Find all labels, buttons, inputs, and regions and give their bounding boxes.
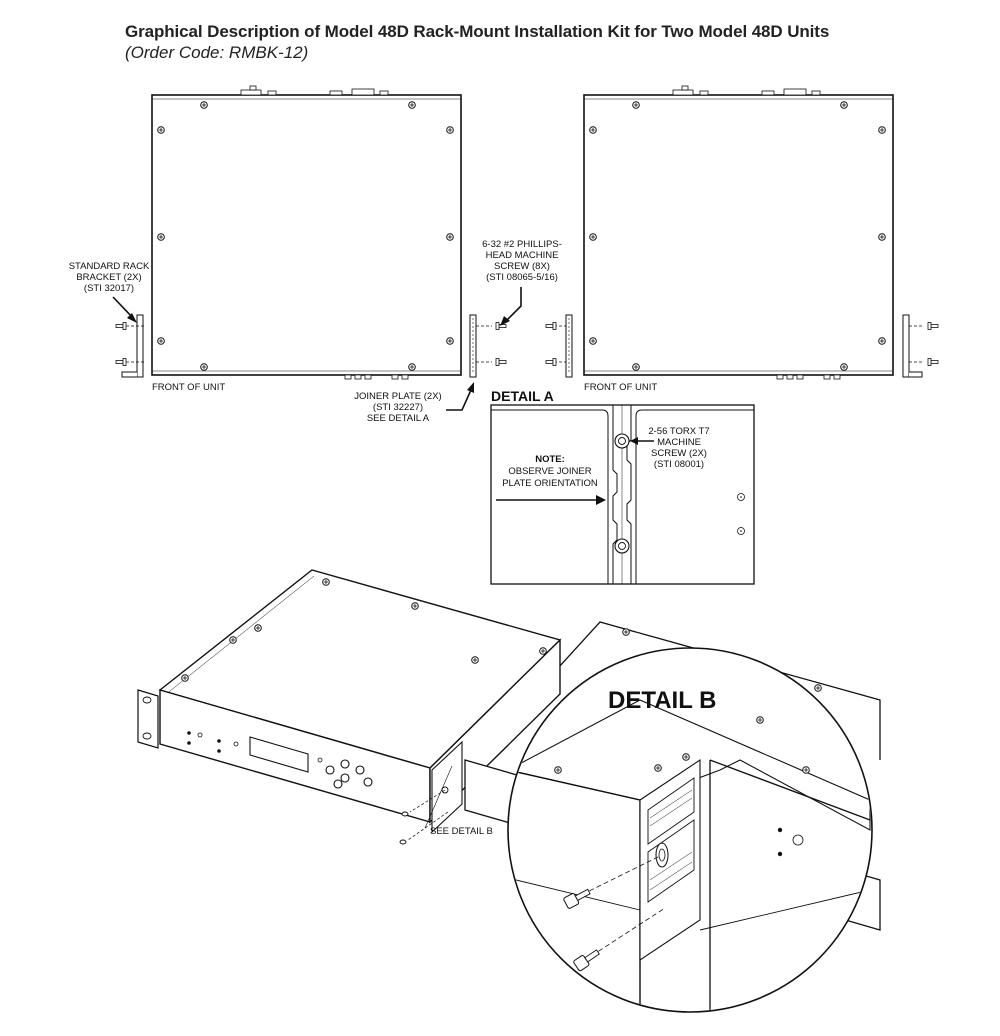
see-detail-b-label: SEE DETAIL B — [430, 826, 493, 837]
joiner-line-1: JOINER PLATE (2X) — [354, 391, 441, 402]
rack-bracket-line-1: STANDARD RACK — [69, 261, 150, 272]
label-joiner-plate: JOINER PLATE (2X) (STI 32227) SEE DETAIL… — [354, 382, 474, 424]
phillips-line-3: SCREW (8X) — [494, 261, 550, 272]
rack-bracket-line-2: BRACKET (2X) — [76, 272, 141, 283]
label-phillips-screw: 6-32 #2 PHILLIPS- HEAD MACHINE SCREW (8X… — [482, 239, 562, 326]
detail-a: DETAIL A NOTE: OBSERVE JOINER PLATE ORIE… — [490, 388, 755, 585]
phillips-line-1: 6-32 #2 PHILLIPS- — [482, 239, 562, 250]
torx-line-1: 2-56 TORX T7 — [648, 426, 709, 437]
label-rack-bracket: STANDARD RACK BRACKET (2X) (STI 32017) — [69, 261, 150, 323]
torx-line-2: MACHINE — [657, 437, 701, 448]
front-of-unit-left: FRONT OF UNIT — [152, 382, 225, 393]
page-title: Graphical Description of Model 48D Rack-… — [125, 22, 830, 41]
front-of-unit-right: FRONT OF UNIT — [584, 382, 657, 393]
note-line-2: PLATE ORIENTATION — [502, 478, 598, 489]
torx-line-4: (STI 08001) — [654, 459, 704, 470]
page-subtitle: (Order Code: RMBK-12) — [125, 43, 309, 62]
joiner-line-3: SEE DETAIL A — [367, 413, 430, 424]
left-unit-top-view — [115, 85, 507, 380]
phillips-line-4: (STI 08065-5/16) — [486, 272, 558, 283]
phillips-line-2: HEAD MACHINE — [486, 250, 559, 261]
detail-b-title: DETAIL B — [608, 687, 716, 714]
joiner-line-2: (STI 32227) — [373, 402, 423, 413]
rack-bracket-line-3: (STI 32017) — [84, 283, 134, 294]
note-title: NOTE: — [535, 454, 565, 465]
detail-b: DETAIL B — [507, 647, 873, 1013]
torx-line-3: SCREW (2X) — [651, 448, 707, 459]
right-unit-top-view — [545, 85, 939, 380]
note-line-1: OBSERVE JOINER — [508, 466, 591, 477]
detail-a-title: DETAIL A — [491, 388, 554, 404]
